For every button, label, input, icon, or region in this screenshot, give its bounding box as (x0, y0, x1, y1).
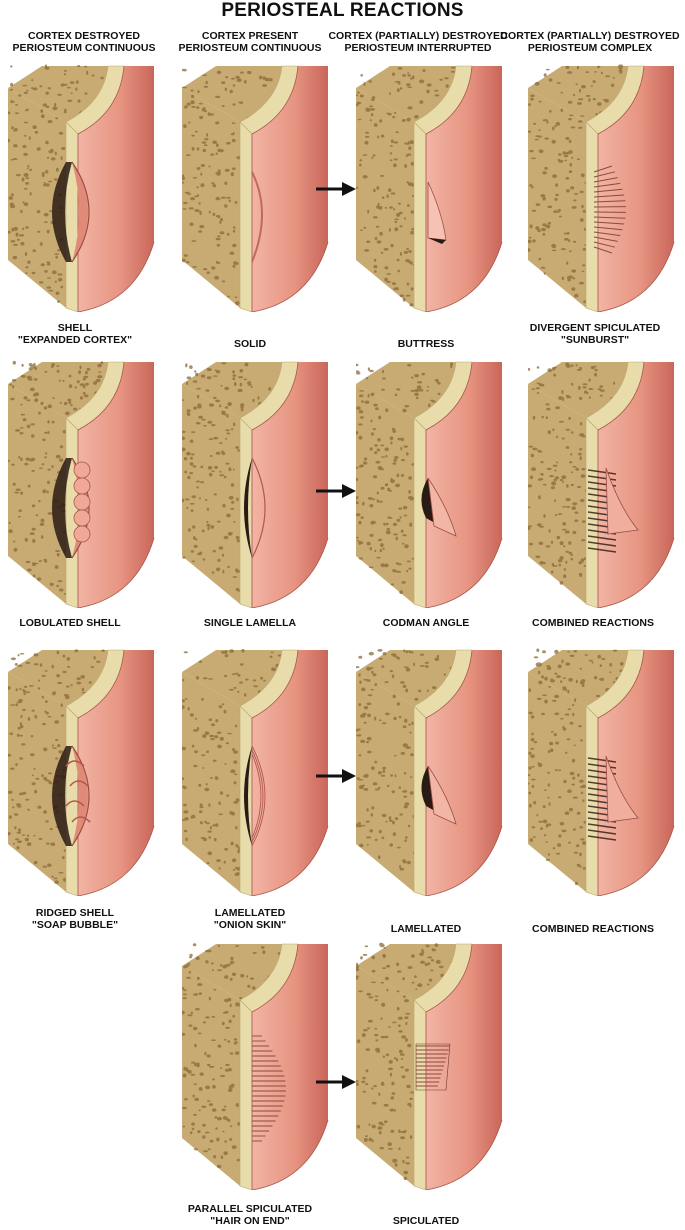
caption-sunburst: DIVERGENT SPICULATED "SUNBURST" (510, 322, 680, 346)
bone-block-single-lamella (182, 358, 332, 608)
caption-spiculated: SPICULATED (341, 1215, 511, 1227)
caption-soap-bubble: RIDGED SHELL "SOAP BUBBLE" (0, 907, 160, 931)
bone-block-soap-bubble (8, 646, 158, 896)
caption-single-lamella: SINGLE LAMELLA (165, 617, 335, 629)
column-header-2: CORTEX PRESENT PERIOSTEUM CONTINUOUS (160, 30, 340, 54)
bone-block-codman-angle (356, 358, 506, 608)
bone-block-buttress (356, 62, 506, 312)
bone-block-lamellated (356, 646, 506, 896)
caption-lamellated: LAMELLATED (341, 923, 511, 935)
bone-block-combined-reactions (528, 358, 678, 608)
caption-combined-reactions: COMBINED REACTIONS (508, 617, 678, 629)
caption-solid: SOLID (165, 338, 335, 350)
column-header-1: CORTEX DESTROYED PERIOSTEUM CONTINUOUS (0, 30, 174, 54)
bone-block-combined-reactions-2 (528, 646, 678, 896)
right-arrow-icon (314, 181, 358, 197)
bone-block-solid (182, 62, 332, 312)
bone-block-shell (8, 62, 158, 312)
caption-codman-angle: CODMAN ANGLE (341, 617, 511, 629)
bone-block-onion-skin (182, 646, 332, 896)
column-header-4: CORTEX (PARTIALLY) DESTROYED PERIOSTEUM … (500, 30, 680, 54)
caption-lobulated-shell: LOBULATED SHELL (0, 617, 155, 629)
caption-buttress: BUTTRESS (341, 338, 511, 350)
caption-combined-reactions-2: COMBINED REACTIONS (508, 923, 678, 935)
right-arrow-icon (314, 483, 358, 499)
bone-block-hair-on-end (182, 940, 332, 1190)
bone-block-spiculated (356, 940, 506, 1190)
right-arrow-icon (314, 1074, 358, 1090)
page-title: PERIOSTEAL REACTIONS (0, 0, 685, 22)
column-header-3: CORTEX (PARTIALLY) DESTROYED PERIOSTEUM … (328, 30, 508, 54)
caption-shell: SHELL "EXPANDED CORTEX" (0, 322, 160, 346)
caption-hair-on-end: PARALLEL SPICULATED "HAIR ON END" (165, 1203, 335, 1227)
caption-onion-skin: LAMELLATED "ONION SKIN" (165, 907, 335, 931)
bone-block-sunburst (528, 62, 678, 312)
right-arrow-icon (314, 768, 358, 784)
bone-block-lobulated-shell (8, 358, 158, 608)
